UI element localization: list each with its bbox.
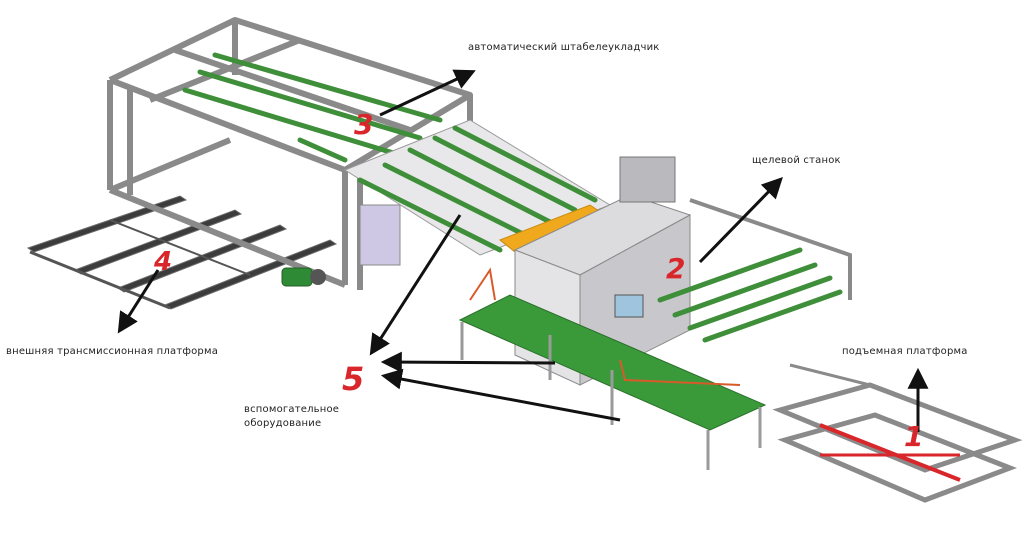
arrow-aux-2 (380, 351, 556, 373)
stacker-control-box (359, 204, 401, 266)
lift-platform (772, 363, 1023, 503)
number-3: 3 (354, 108, 374, 141)
number-4: 4 (154, 247, 173, 277)
arrow-aux-3 (380, 368, 621, 422)
number-2: 2 (666, 252, 686, 285)
label-stacker: автоматический штабелеукладчик (468, 42, 660, 53)
stacker-motor (281, 267, 326, 287)
stacker-conveyor (182, 52, 443, 163)
label-transfer: внешняя трансмиссионная платформа (6, 346, 219, 357)
label-lift: подъемная платформа (842, 346, 968, 357)
number-1: 1 (904, 420, 924, 453)
label-aux-line2: оборудование (244, 418, 322, 429)
label-machine: щелевой станок (752, 155, 841, 166)
transfer-platform (26, 195, 338, 310)
arrow-stacker (379, 69, 476, 117)
label-aux-line1: вспомогательное (244, 404, 340, 415)
number-5: 5 (342, 360, 365, 398)
arrow-machine (698, 176, 783, 264)
callout-arrows (117, 69, 929, 432)
auxiliary-platform (458, 267, 767, 470)
arrow-aux-1 (369, 214, 462, 356)
stacker-frame (107, 17, 473, 290)
arrow-transfer (117, 269, 160, 334)
main-conveyor (343, 119, 612, 256)
